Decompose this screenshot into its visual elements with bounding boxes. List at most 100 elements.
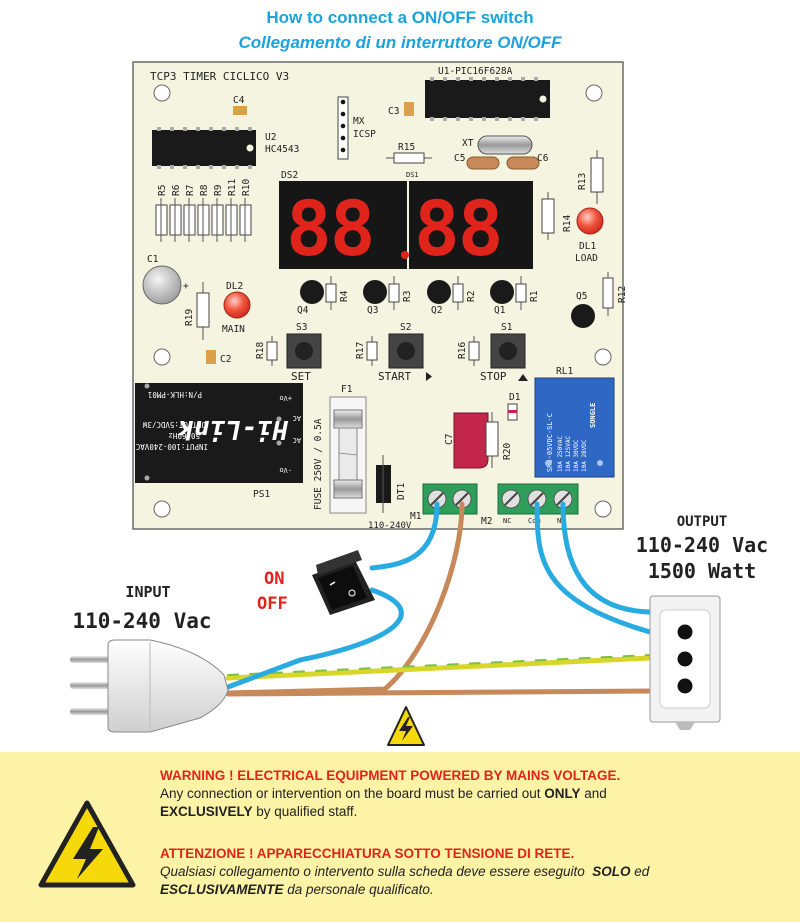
fuse-f1 <box>329 396 367 514</box>
start-arrow-icon <box>426 372 432 381</box>
label-q4: Q4 <box>297 305 309 316</box>
warning-title-en: WARNING ! ELECTRICAL EQUIPMENT POWERED B… <box>160 768 621 783</box>
label-r7: R7 <box>185 185 196 196</box>
resistor-r15 <box>393 152 425 164</box>
label-m1-voltage: 110-240V <box>368 521 412 531</box>
label-nc: NC <box>503 517 511 525</box>
label-fuse-rating: FUSE 250V / 0.5A <box>313 418 324 510</box>
label-s2: S2 <box>400 322 411 333</box>
display-digits-right: 88 <box>414 184 502 273</box>
warning-text-en-line1: Any connection or intervention on the bo… <box>160 786 607 801</box>
input-voltage: 110-240 Vac <box>72 609 211 633</box>
capacitor-c6 <box>506 156 540 170</box>
u2-chip <box>152 127 256 169</box>
output-power: 1500 Watt <box>648 559 756 583</box>
warning-panel: WARNING ! ELECTRICAL EQUIPMENT POWERED B… <box>0 752 800 922</box>
label-s3: S3 <box>296 322 307 333</box>
stop-arrow-icon <box>518 374 528 381</box>
capacitor-c7 <box>453 412 489 469</box>
capacitor-c2 <box>206 350 216 364</box>
wire-blue-com <box>534 501 653 635</box>
psu-ac1: AC <box>293 436 301 444</box>
label-d1: D1 <box>509 392 521 403</box>
output-label: OUTPUT <box>677 514 728 530</box>
wire-brown-output <box>225 688 653 697</box>
hazard-large-icon <box>38 800 136 888</box>
label-r3: R3 <box>402 291 413 302</box>
psu-vo-minus: -Vo <box>279 466 292 474</box>
label-r10: R10 <box>241 179 252 196</box>
label-s1: S1 <box>501 322 513 333</box>
power-module-ps1: Hi-Link INPUT:100-240VAC 50-60Hz OUTPUT:… <box>135 383 303 483</box>
label-c3: C3 <box>388 106 399 117</box>
wire-blue-input <box>225 587 404 690</box>
wires <box>225 501 653 697</box>
psu-input: INPUT:100-240VAC <box>136 442 208 451</box>
icsp-header <box>337 96 349 160</box>
wire-blue-m1 <box>369 501 440 571</box>
pushbutton-set[interactable] <box>286 333 322 369</box>
label-r2: R2 <box>466 291 477 302</box>
label-load: LOAD <box>575 253 598 264</box>
label-start: START <box>378 370 411 383</box>
label-u2-part: HC4543 <box>265 144 299 155</box>
label-c7: C7 <box>444 434 455 445</box>
hazard-small-icon <box>387 706 425 746</box>
wire-earth-green <box>227 654 651 676</box>
c1-plus: + <box>183 281 189 292</box>
led-dl1 <box>576 207 604 235</box>
label-r17: R17 <box>355 342 366 359</box>
label-ds1: DS1 <box>406 171 419 179</box>
label-c6: C6 <box>537 153 549 164</box>
label-r16: R16 <box>457 342 468 359</box>
capacitor-c5 <box>466 156 500 170</box>
label-r8: R8 <box>199 184 210 196</box>
label-q5: Q5 <box>576 291 587 302</box>
psu-pn: P/N:HLK-PM01 <box>148 390 202 399</box>
display-digits-left: 88 <box>286 184 374 273</box>
warning-text-it-line2: ESCLUSIVAMENTE da personale qualificato. <box>160 882 434 897</box>
psu-vo-plus: +Vo <box>279 394 292 402</box>
switch-off-label: OFF <box>257 594 288 614</box>
capacitor-c3 <box>404 102 414 116</box>
label-dl1: DL1 <box>579 241 596 252</box>
label-c5: C5 <box>454 153 465 164</box>
label-mx: MX <box>353 116 365 127</box>
label-r18: R18 <box>255 342 266 359</box>
input-plug <box>70 639 229 733</box>
pushbutton-stop[interactable] <box>490 333 526 369</box>
psu-brand: Hi-Link <box>177 414 289 444</box>
label-q2: Q2 <box>431 305 442 316</box>
switch-on-label: ON <box>264 569 284 589</box>
title-english: How to connect a ON/OFF switch <box>266 8 534 27</box>
label-r5: R5 <box>157 185 168 196</box>
label-q1: Q1 <box>494 305 506 316</box>
label-r4: R4 <box>339 290 350 302</box>
wire-blue-no <box>560 501 653 615</box>
relay-model: SRD-05VDC-SL-C <box>546 413 554 472</box>
label-u2: U2 <box>265 132 276 143</box>
resistor-array <box>155 198 252 242</box>
label-r20: R20 <box>502 443 513 460</box>
label-r12: R12 <box>617 286 628 303</box>
label-c1: C1 <box>147 254 159 265</box>
rocker-switch[interactable] <box>312 550 375 615</box>
label-q3: Q3 <box>367 305 378 316</box>
terminal-m1[interactable] <box>422 483 478 515</box>
label-r9: R9 <box>213 184 224 196</box>
relay-brand: SONGLE <box>589 403 597 428</box>
label-m2: M2 <box>481 516 492 527</box>
crystal-xt <box>477 135 533 155</box>
label-dt1: DT1 <box>396 483 407 500</box>
label-r15: R15 <box>398 142 415 153</box>
title-italian: Collegamento di un interruttore ON/OFF <box>238 33 562 52</box>
label-xt: XT <box>462 138 474 149</box>
wire-earth-yellow <box>225 655 653 681</box>
label-stop: STOP <box>480 370 507 383</box>
psu-output: OUTPUT:5VDC/3W <box>142 420 206 429</box>
pushbutton-start[interactable] <box>388 333 424 369</box>
capacitor-c4 <box>233 106 247 115</box>
warning-text-it-line1: Qualsiasi collegamento o intervento sull… <box>160 864 650 879</box>
label-r11: R11 <box>227 179 238 196</box>
